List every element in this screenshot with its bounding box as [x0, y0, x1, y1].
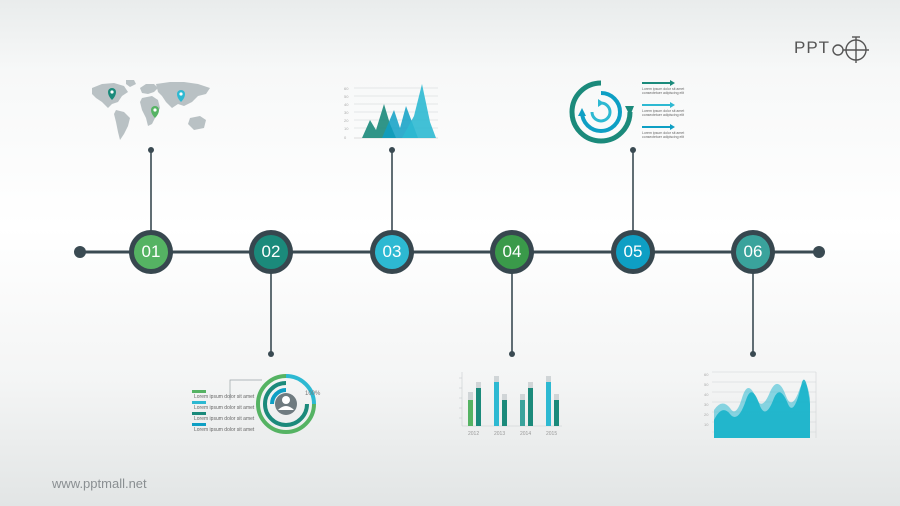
donut-legend-text: Lorem ipsum dolor sit amet: [194, 416, 255, 422]
bar-chart-xtick: 2015: [546, 431, 558, 437]
timeline-node-06[interactable]: 06: [731, 230, 775, 274]
timeline-node-label: 03: [375, 235, 409, 269]
website-link[interactable]: www.pptmall.net: [52, 476, 147, 491]
timeline-node-label: 04: [495, 235, 529, 269]
cycle-legend-arrows: [642, 80, 675, 130]
svg-text:50: 50: [704, 382, 709, 387]
donut-legend-markers: [192, 379, 262, 426]
bar-chart-xtick: 2014: [520, 431, 532, 437]
svg-text:30: 30: [344, 110, 349, 115]
bar-chart-icon: [459, 372, 562, 427]
timeline-node-01[interactable]: 01: [129, 230, 173, 274]
timeline-node-label: 06: [736, 235, 770, 269]
timeline-node-label: 02: [254, 235, 288, 269]
cycle-legend-text: Lorem ipsum dolor sit amet consectetuer …: [642, 87, 685, 95]
brand-logo-mark: [832, 36, 869, 63]
cycle-legend-text: Lorem ipsum dolor sit amet consectetuer …: [642, 131, 685, 139]
svg-text:60: 60: [344, 86, 349, 91]
svg-text:10: 10: [344, 126, 349, 131]
svg-text:50: 50: [344, 94, 349, 99]
world-map-icon: [92, 80, 210, 140]
map-pin-icon: [151, 106, 159, 118]
donut-legend-text: Lorem ipsum dolor sit amet: [194, 394, 255, 400]
donut-legend-text: Lorem ipsum dolor sit amet: [194, 427, 255, 433]
timeline-node-label: 05: [616, 235, 650, 269]
brand-logo-text: PPT: [794, 38, 831, 57]
svg-text:10: 10: [704, 422, 709, 427]
map-pin-icon: [177, 90, 185, 102]
timeline-node-02[interactable]: 02: [249, 230, 293, 274]
svg-text:60: 60: [704, 372, 709, 377]
arrow-right-icon: [642, 80, 675, 86]
svg-text:30: 30: [704, 402, 709, 407]
donut-legend-text: Lorem ipsum dolor sit amet: [194, 405, 255, 411]
svg-text:20: 20: [344, 118, 349, 123]
timeline-node-label: 01: [134, 235, 168, 269]
cycle-arrows-icon: [569, 80, 634, 144]
donut-user-icon: [256, 374, 316, 434]
timeline-node-03[interactable]: 03: [370, 230, 414, 274]
timeline-node-04[interactable]: 04: [490, 230, 534, 274]
donut-percent-label: 100%: [305, 391, 321, 397]
svg-text:0: 0: [344, 135, 347, 140]
map-pin-icon: [108, 88, 116, 100]
timeline-node-05[interactable]: 05: [611, 230, 655, 274]
arrow-right-icon: [642, 102, 675, 108]
cycle-legend-text: Lorem ipsum dolor sit amet consectetuer …: [642, 109, 685, 117]
user-icon: [282, 396, 290, 404]
area-chart-icon: 60 50 40 30 20 10 0: [344, 84, 438, 140]
svg-text:40: 40: [704, 392, 709, 397]
svg-text:40: 40: [344, 102, 349, 107]
svg-text:20: 20: [704, 412, 709, 417]
brand-logo: PPT: [794, 34, 874, 64]
timeline-end-cap: [813, 246, 825, 258]
bar-chart-xtick: 2012: [468, 431, 480, 437]
timeline-start-cap: [74, 246, 86, 258]
arrow-right-icon: [642, 124, 675, 130]
wave-chart-icon: 60 50 40 30 20 10: [704, 371, 817, 438]
bar-chart-xtick: 2013: [494, 431, 506, 437]
